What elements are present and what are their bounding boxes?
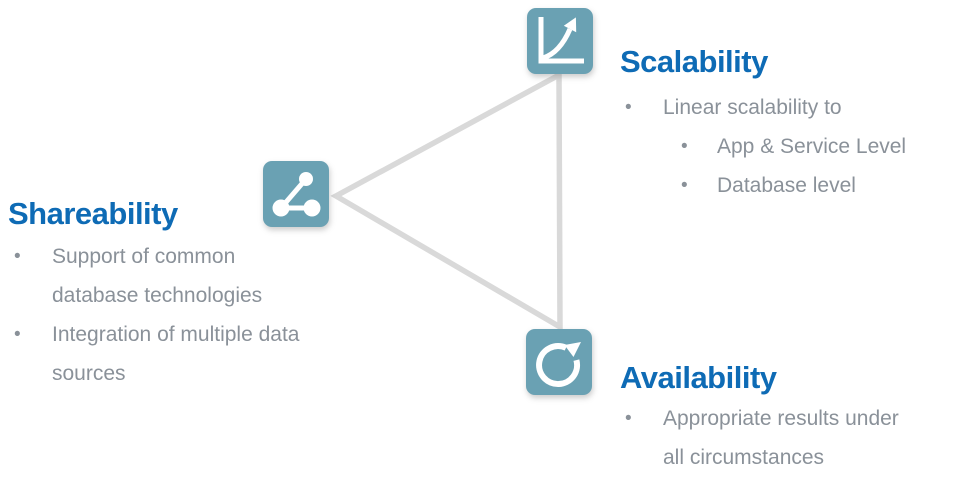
bullet-text: Database level xyxy=(717,174,856,197)
availability-bullet-list: • Appropriate results under all circumst… xyxy=(620,399,922,477)
list-item: • Support of common database technologie… xyxy=(12,237,327,315)
circular-refresh-arrow-icon xyxy=(526,329,592,395)
shareability-title: Shareability xyxy=(8,196,178,231)
bullet-text: Support of common database technologies xyxy=(52,245,263,307)
bullet-text: Integration of multiple data sources xyxy=(52,323,300,385)
list-item: • Integration of multiple data sources xyxy=(12,315,327,393)
list-item: • Database level xyxy=(620,166,950,205)
growth-chart-icon xyxy=(527,8,593,74)
bullet-text: Linear scalability to xyxy=(663,96,842,119)
scalability-bullet-list: • Linear scalability to • App & Service … xyxy=(620,88,950,205)
bullet-marker: • xyxy=(625,408,632,429)
list-item: • Appropriate results under all circumst… xyxy=(620,399,922,477)
triangle-outline xyxy=(330,70,563,332)
shared-nodes-icon xyxy=(263,161,329,227)
bullet-text: Appropriate results under all circumstan… xyxy=(663,407,899,469)
availability-title: Availability xyxy=(620,360,777,395)
list-item: • App & Service Level xyxy=(620,127,950,166)
shareability-bullet-list: • Support of common database technologie… xyxy=(12,237,327,393)
bullet-marker: • xyxy=(14,324,21,345)
bullet-marker: • xyxy=(14,246,21,267)
bullet-text: App & Service Level xyxy=(717,135,907,158)
list-item: • Linear scalability to xyxy=(620,88,950,127)
bullet-marker: • xyxy=(681,175,688,196)
bullet-marker: • xyxy=(625,97,632,118)
bullet-marker: • xyxy=(681,136,688,157)
scalability-title: Scalability xyxy=(620,44,768,79)
